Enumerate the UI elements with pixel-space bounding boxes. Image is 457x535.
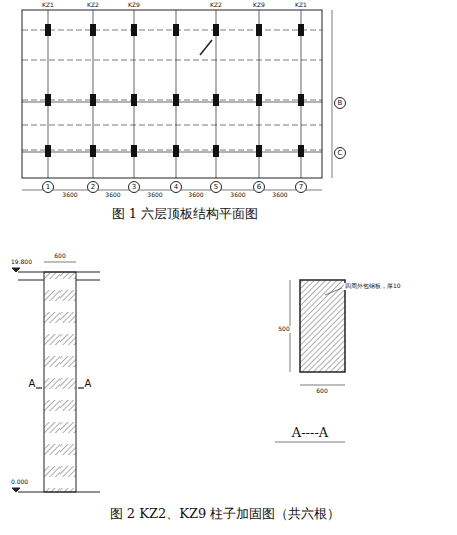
axis-label: 3 <box>128 181 140 193</box>
dimension-label: A <box>84 378 93 389</box>
dimension-label: 19.800 <box>10 259 33 266</box>
dimension-label: KZ2 <box>209 2 223 9</box>
figure-caption: 图 1 六层顶板结构平面图 <box>111 207 260 221</box>
axis-label: 6 <box>253 181 265 193</box>
dimension-label: KZ1 <box>41 2 55 9</box>
axis-label: C <box>334 147 346 159</box>
dimension-label: A <box>28 378 37 389</box>
axis-label: 1 <box>42 181 54 193</box>
dimension-label: KZ1 <box>294 2 308 9</box>
dimension-label: 600 <box>315 388 328 395</box>
dimension-label: 3600 <box>187 192 204 199</box>
dimension-label: 3600 <box>146 192 163 199</box>
dimension-label: 600 <box>53 253 66 260</box>
axis-label: 4 <box>170 181 182 193</box>
axis-label: 5 <box>210 181 222 193</box>
dimension-label: 3600 <box>61 192 78 199</box>
floor-plan <box>22 10 332 190</box>
figure-caption: A----A <box>291 426 329 440</box>
axis-label: B <box>334 97 346 109</box>
dimension-label: 3600 <box>229 192 246 199</box>
column-elevation <box>12 262 100 492</box>
dimension-label: 3600 <box>271 192 288 199</box>
dimension-label: 0.000 <box>10 479 29 486</box>
figure-caption: 图 2 KZ2、KZ9 柱子加固图（共六根） <box>109 507 342 521</box>
dimension-label: 500 <box>277 326 290 333</box>
axis-label: 7 <box>295 181 307 193</box>
section-a-a <box>275 280 345 442</box>
dimension-label: 四周外包钢板，厚10 <box>344 283 402 290</box>
dimension-label: KZ9 <box>252 2 266 9</box>
dimension-label: KZ9 <box>127 2 141 9</box>
dimension-label: KZ2 <box>86 2 100 9</box>
dimension-label: 3600 <box>104 192 121 199</box>
axis-label: 2 <box>87 181 99 193</box>
